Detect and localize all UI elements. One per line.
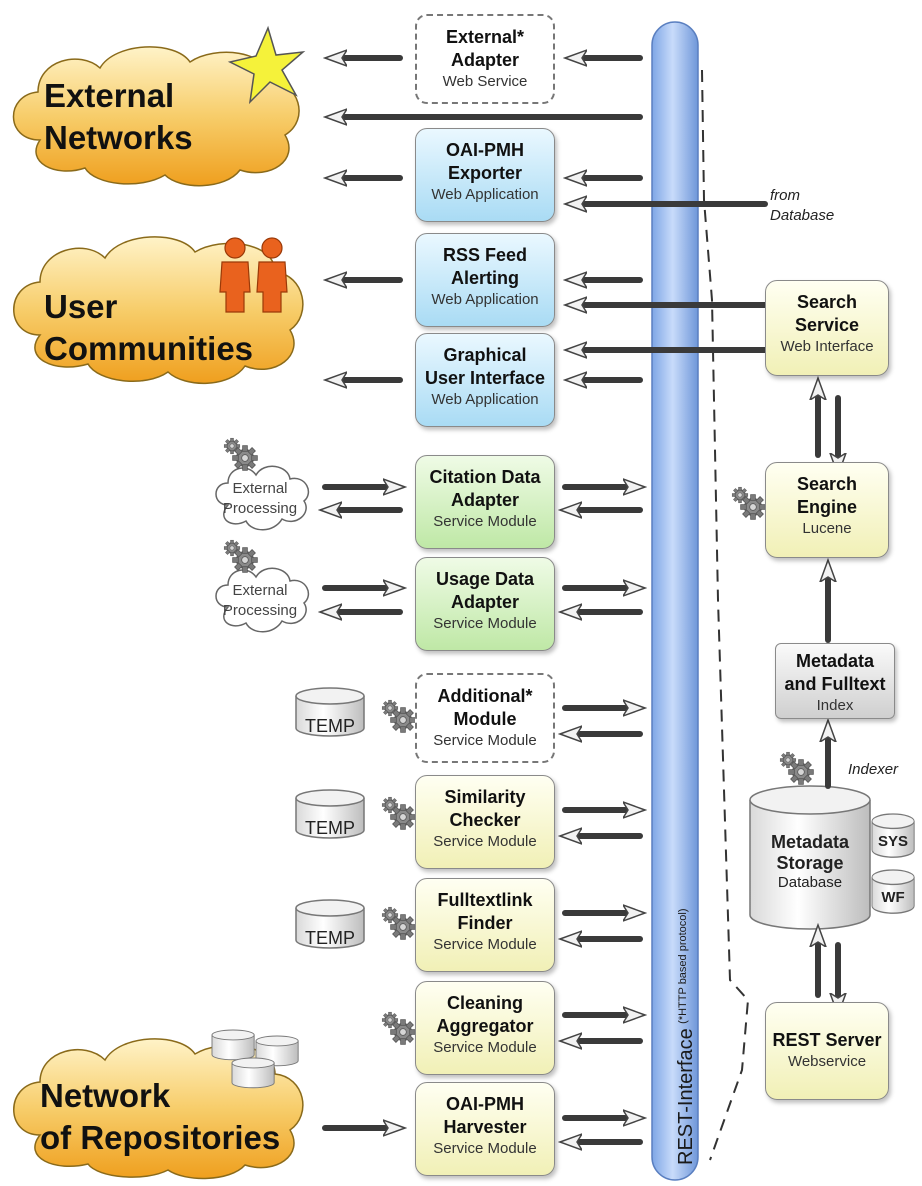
indexer-note: Indexer xyxy=(848,761,899,778)
additional-module-box: Additional*Module Service Module xyxy=(415,673,555,763)
rest-server-connector xyxy=(701,69,750,1161)
rest-server-box: REST Server Webservice xyxy=(765,1002,889,1100)
gears-icon xyxy=(224,540,257,572)
external-adapter-box: External*Adapter Web Service xyxy=(415,14,555,104)
temp-label: TEMP xyxy=(304,928,355,948)
gears-icon xyxy=(732,487,765,519)
rest-interface-bar xyxy=(651,21,699,1181)
network-of-repositories-cloud xyxy=(13,1038,304,1180)
user-group-icon xyxy=(219,237,288,313)
gears-icon xyxy=(382,797,415,829)
gears-icon xyxy=(224,438,257,470)
rest-interface-label: REST-Interface (*HTTP based protocol) xyxy=(675,908,697,1165)
temp-label: TEMP xyxy=(304,716,355,736)
wf-label: WF xyxy=(881,889,905,906)
temp-label: TEMP xyxy=(304,818,355,838)
star-icon xyxy=(227,25,306,105)
metadata-storage-label: Metadata Storage Database xyxy=(770,832,850,891)
gears-icon xyxy=(382,1012,415,1044)
sys-label: SYS xyxy=(877,833,908,850)
gears-icon xyxy=(382,700,415,732)
gears-icon xyxy=(382,907,415,939)
gears-icon xyxy=(780,752,813,784)
arrows xyxy=(325,58,838,1142)
